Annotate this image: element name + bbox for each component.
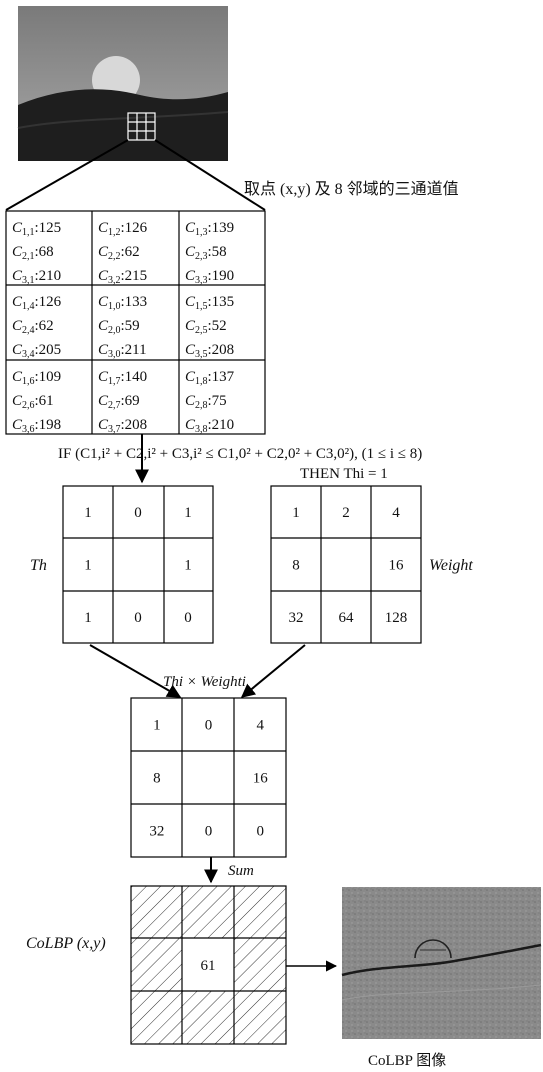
channel-value: C2,0:59 <box>98 318 140 336</box>
th-cell: 1 <box>84 505 92 521</box>
colbp-value: 61 <box>201 958 216 974</box>
channel-value: C2,5:52 <box>185 318 227 336</box>
th-cell: 0 <box>184 610 192 626</box>
channel-value: C1,6:109 <box>12 369 61 387</box>
zoom-line-left <box>5 139 129 211</box>
weight-grid: 1 2 4 8 16 32 64 128 <box>270 485 422 644</box>
arrow-th-to-product <box>89 644 182 698</box>
zoom-line-right <box>154 139 266 211</box>
colbp-grid: 61 <box>130 885 287 1045</box>
product-cell: 0 <box>205 824 213 840</box>
product-grid: 1 0 4 8 16 32 0 0 <box>130 697 287 858</box>
channel-value: C2,8:75 <box>185 393 227 411</box>
channel-value: C2,2:62 <box>98 244 140 262</box>
extract-caption: 取点 (x,y) 及 8 邻域的三通道值 <box>244 180 459 198</box>
channel-value: C3,7:208 <box>98 417 147 435</box>
channel-value: C2,6:61 <box>12 393 54 411</box>
product-cell: 1 <box>153 718 161 734</box>
channel-value: C1,5:135 <box>185 294 234 312</box>
weight-cell: 8 <box>292 557 300 573</box>
product-cell: 8 <box>153 771 161 787</box>
sum-label: Sum <box>228 863 254 879</box>
weight-label: Weight <box>429 557 473 574</box>
neighborhood-marker <box>127 112 156 141</box>
channel-value: C3,8:210 <box>185 417 234 435</box>
channel-value: C3,2:215 <box>98 268 147 286</box>
channel-value: C3,5:208 <box>185 342 234 360</box>
colbp-label: CoLBP (x,y) <box>26 935 106 952</box>
product-cell: 0 <box>205 718 213 734</box>
channel-value: C3,3:190 <box>185 268 234 286</box>
th-cell: 1 <box>184 557 192 573</box>
arrow-weight-to-product <box>240 644 306 698</box>
channel-value: C3,1:210 <box>12 268 61 286</box>
th-cell: 0 <box>134 505 142 521</box>
product-label: Thi × Weighti <box>163 674 246 690</box>
channel-value: C1,3:139 <box>185 220 234 238</box>
channel-value: C3,6:198 <box>12 417 61 435</box>
th-cell: 1 <box>84 610 92 626</box>
product-cell: 4 <box>257 718 265 734</box>
channel-value: C2,1:68 <box>12 244 54 262</box>
weight-cell: 32 <box>289 610 304 626</box>
weight-cell: 4 <box>392 505 400 521</box>
th-cell: 1 <box>184 505 192 521</box>
th-cell: 0 <box>134 610 142 626</box>
product-cell: 32 <box>149 824 164 840</box>
channel-value: C2,4:62 <box>12 318 54 336</box>
th-cell: 1 <box>84 557 92 573</box>
th-label: Th <box>30 557 47 574</box>
source-image <box>17 6 229 161</box>
condition-if: IF (C1,i² + C2,i² + C3,i² ≤ C1,0² + C2,0… <box>58 446 422 462</box>
channel-value: C3,4:205 <box>12 342 61 360</box>
colbp-image-caption: CoLBP 图像 <box>368 1052 446 1069</box>
weight-cell: 2 <box>342 505 350 521</box>
weight-cell: 128 <box>385 610 408 626</box>
weight-cell: 64 <box>339 610 355 626</box>
channel-value: C1,7:140 <box>98 369 147 387</box>
weight-cell: 16 <box>389 557 405 573</box>
weight-cell: 1 <box>292 505 300 521</box>
product-cell: 0 <box>257 824 265 840</box>
channel-value: C2,3:58 <box>185 244 227 262</box>
condition-then: THEN Thi = 1 <box>300 466 388 482</box>
product-cell: 16 <box>253 771 269 787</box>
channel-value: C1,8:137 <box>185 369 235 387</box>
channel-value: C1,2:126 <box>98 220 148 238</box>
channel-value: C3,0:211 <box>98 342 147 360</box>
channel-value: C1,1:125 <box>12 220 61 238</box>
th-grid: 1 0 1 1 1 1 0 0 <box>62 485 214 644</box>
channel-value: C1,4:126 <box>12 294 62 312</box>
colbp-image <box>341 887 542 1039</box>
channel-value: C1,0:133 <box>98 294 147 312</box>
channel-value: C2,7:69 <box>98 393 140 411</box>
